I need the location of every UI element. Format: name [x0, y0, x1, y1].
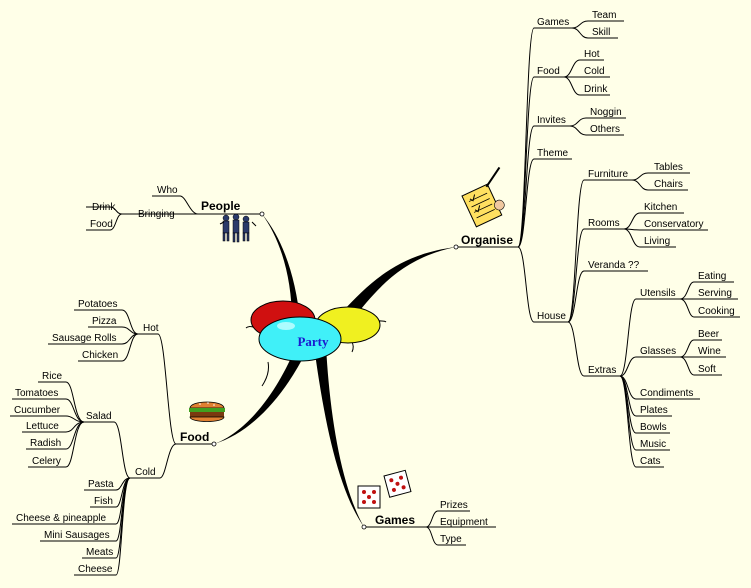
food-subtree — [10, 309, 177, 576]
org-games-item[interactable]: Team — [592, 10, 616, 21]
organise-topic[interactable]: Organise — [461, 233, 513, 247]
rooms-item[interactable]: Kitchen — [644, 202, 677, 213]
hot-item[interactable]: Pizza — [92, 316, 117, 327]
extras-item[interactable]: Plates — [640, 405, 668, 416]
org-invites-item[interactable]: Noggin — [590, 107, 622, 118]
food-salad[interactable]: Salad — [86, 411, 112, 422]
games-item[interactable]: Prizes — [440, 500, 468, 511]
rooms-item[interactable]: Living — [644, 236, 670, 247]
people-who[interactable]: Who — [157, 185, 178, 196]
salad-item[interactable]: Celery — [32, 456, 61, 467]
salad-item[interactable]: Radish — [30, 438, 61, 449]
food-cold[interactable]: Cold — [135, 467, 156, 478]
org-food-item[interactable]: Hot — [584, 49, 600, 60]
org-games-item[interactable]: Skill — [592, 27, 610, 38]
salad-item[interactable]: Tomatoes — [15, 388, 58, 399]
utensils-item[interactable]: Eating — [698, 271, 726, 282]
games-item[interactable]: Type — [440, 534, 462, 545]
rooms-item[interactable]: Conservatory — [644, 219, 703, 230]
cold-item[interactable]: Mini Sausages — [44, 530, 110, 541]
house-veranda[interactable]: Veranda ?? — [588, 260, 640, 271]
cold-item[interactable]: Fish — [94, 496, 113, 507]
food-topic[interactable]: Food — [180, 430, 209, 444]
dice-icon — [357, 469, 412, 509]
balloons — [245, 300, 387, 387]
cold-item[interactable]: Cheese — [78, 564, 113, 575]
people-icon — [219, 213, 257, 243]
connector-nodes — [211, 211, 459, 530]
games-subtree — [425, 510, 496, 546]
extras-item[interactable]: Music — [640, 439, 666, 450]
salad-item[interactable]: Rice — [42, 371, 62, 382]
hot-item[interactable]: Sausage Rolls — [52, 333, 116, 344]
cold-item[interactable]: Pasta — [88, 479, 114, 490]
people-bringing[interactable]: Bringing — [138, 209, 175, 220]
house-extras[interactable]: Extras — [588, 365, 616, 376]
people-topic[interactable]: People — [201, 199, 241, 213]
extras-glasses[interactable]: Glasses — [640, 346, 676, 357]
organise-games[interactable]: Games — [537, 17, 569, 28]
bringing-item[interactable]: Food — [90, 219, 113, 230]
checklist-icon — [461, 166, 505, 228]
org-food-item[interactable]: Cold — [584, 66, 605, 77]
hot-item[interactable]: Chicken — [82, 350, 118, 361]
center-label: Party — [297, 334, 329, 349]
organise-theme[interactable]: Theme — [537, 148, 569, 159]
extras-item[interactable]: Condiments — [640, 388, 693, 399]
glasses-item[interactable]: Wine — [698, 346, 721, 357]
furniture-item[interactable]: Chairs — [654, 179, 683, 190]
house-rooms[interactable]: Rooms — [588, 218, 620, 229]
organise-house[interactable]: House — [537, 311, 566, 322]
glasses-item[interactable]: Beer — [698, 329, 720, 340]
people-subtree — [86, 195, 199, 231]
extras-item[interactable]: Cats — [640, 456, 661, 467]
games-item[interactable]: Equipment — [440, 517, 488, 528]
utensils-item[interactable]: Serving — [698, 288, 732, 299]
burger-icon — [189, 401, 225, 422]
bringing-item[interactable]: Drink — [92, 202, 116, 213]
organise-subtree — [517, 20, 740, 468]
org-invites-item[interactable]: Others — [590, 124, 620, 135]
salad-item[interactable]: Cucumber — [14, 405, 61, 416]
organise-food[interactable]: Food — [537, 66, 560, 77]
house-furniture[interactable]: Furniture — [588, 169, 628, 180]
org-food-item[interactable]: Drink — [584, 84, 608, 95]
glasses-item[interactable]: Soft — [698, 364, 716, 375]
hot-item[interactable]: Potatoes — [78, 299, 117, 310]
organise-invites[interactable]: Invites — [537, 115, 566, 126]
games-topic[interactable]: Games — [375, 513, 415, 527]
cold-item[interactable]: Cheese & pineapple — [16, 513, 107, 524]
branch-games — [314, 346, 364, 527]
furniture-item[interactable]: Tables — [654, 162, 683, 173]
extras-item[interactable]: Bowls — [640, 422, 667, 433]
utensils-item[interactable]: Cooking — [698, 306, 735, 317]
extras-utensils[interactable]: Utensils — [640, 288, 676, 299]
cold-item[interactable]: Meats — [86, 547, 113, 558]
food-hot[interactable]: Hot — [143, 323, 159, 334]
salad-item[interactable]: Lettuce — [26, 421, 59, 432]
